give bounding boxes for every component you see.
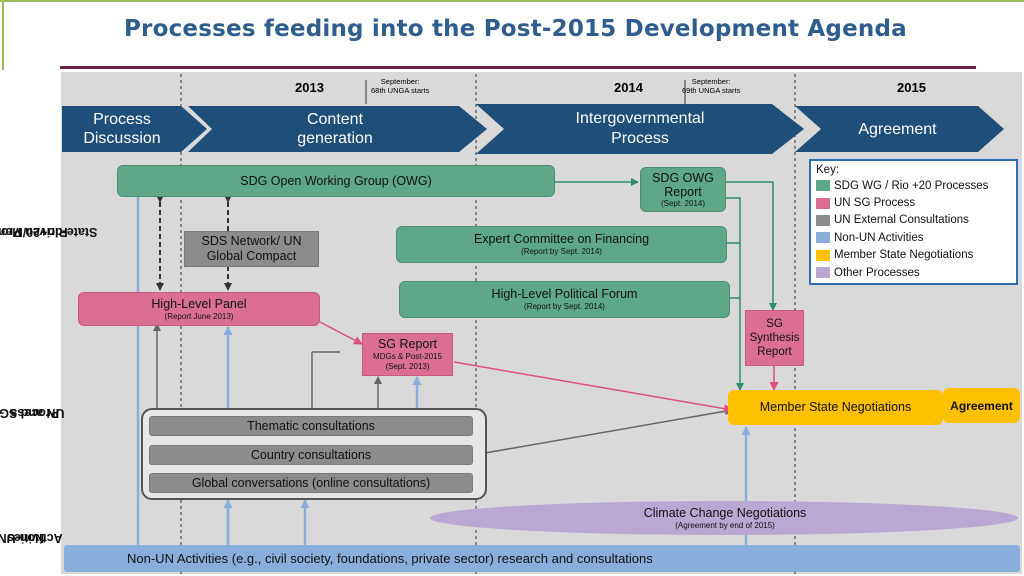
climate-change-label: Climate Change Negotiations (Agreement b… <box>643 506 807 530</box>
legend-item-un-sg: UN SG Process <box>816 194 1011 211</box>
top-accent-line <box>0 0 1024 2</box>
chevron-content-generation <box>188 106 487 152</box>
unga-69-note: September:69th UNGA starts <box>682 77 741 95</box>
chevron-intergovernmental <box>476 104 804 154</box>
chevron-agreement <box>795 106 1004 152</box>
owg-report-box: SDG OWG Report (Sept. 2014) <box>640 167 726 212</box>
pink-connectors <box>319 321 779 414</box>
expert-committee-box: Expert Committee on Financing (Report by… <box>396 226 727 263</box>
year-2015: 2015 <box>897 80 926 95</box>
phase-chevrons <box>62 104 1004 154</box>
high-level-panel-box: High-Level Panel (Report June 2013) <box>78 292 320 326</box>
legend-item-member-state: Member State Negotiations <box>816 247 1011 264</box>
legend-title: Key: <box>816 164 840 176</box>
title-divider <box>60 66 976 69</box>
thematic-consultations: Thematic consultations <box>149 416 473 436</box>
chevron-process-discussion <box>62 106 207 152</box>
unga-markers <box>365 80 686 104</box>
hlpf-box: High-Level Political Forum (Report by Se… <box>399 281 730 318</box>
sg-report-box: SG Report MDGs & Post-2015 (Sept. 2013) <box>362 333 453 376</box>
legend-item-other: Other Processes <box>816 264 1011 281</box>
year-2013: 2013 <box>295 80 324 95</box>
legend-item-sdg: SDG WG / Rio +20 Processes <box>816 177 1011 194</box>
legend-item-un-external: UN External Consultations <box>816 212 1011 229</box>
legend-item-non-un: Non-UN Activities <box>816 229 1011 246</box>
non-un-activities-bar: Non-UN Activities (e.g., civil society, … <box>64 545 1020 572</box>
global-conversations: Global conversations (online consultatio… <box>149 473 473 493</box>
unga-68-note: September:68th UNGA starts <box>371 77 430 95</box>
country-consultations: Country consultations <box>149 445 473 465</box>
agreement-box: Agreement <box>943 388 1020 423</box>
slide-title: Processes feeding into the Post-2015 Dev… <box>124 16 907 42</box>
owg-box: SDG Open Working Group (OWG) <box>117 165 555 197</box>
gray-connectors <box>153 323 973 454</box>
member-state-negotiations-box: Member State Negotiations <box>728 390 943 425</box>
phase-label-agreement: Agreement <box>858 120 937 138</box>
green-connectors <box>555 178 777 391</box>
sds-network-box: SDS Network/ UN Global Compact <box>184 231 319 267</box>
climate-ellipse <box>430 501 1018 535</box>
left-accent-line <box>2 0 4 70</box>
sg-synthesis-box: SG Synthesis Report <box>745 310 804 366</box>
legend-key: Key: SDG WG / Rio +20 Processes UN SG Pr… <box>809 159 1018 285</box>
year-2014: 2014 <box>614 80 643 95</box>
